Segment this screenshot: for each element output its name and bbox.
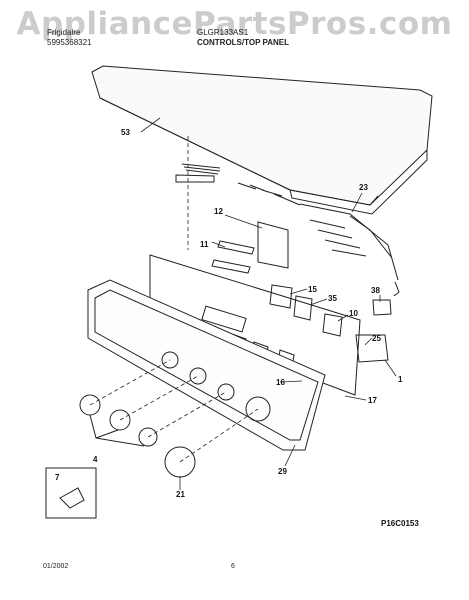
callout-7: 7: [55, 473, 60, 482]
callout-1: 1: [398, 375, 403, 384]
console-front-panel: [87, 279, 326, 451]
brand-label: Frigidaire: [47, 28, 81, 37]
clip-pair: [211, 240, 255, 274]
switch-10: [322, 313, 343, 337]
callout-29: 29: [278, 467, 287, 476]
watermark-text: AppliancePartsPros.com: [16, 6, 453, 42]
footer-date: 01/2002: [43, 563, 69, 570]
callout-16: 16: [276, 378, 285, 387]
model-label: GLGR133AS1: [197, 28, 249, 37]
inset-part: [59, 487, 85, 509]
callout-21: 21: [176, 490, 185, 499]
callout-38: 38: [371, 286, 380, 295]
callout-23: 23: [359, 183, 368, 192]
part-code-label: 5995368321: [47, 38, 92, 47]
switch-35: [293, 295, 313, 321]
top-panel: [91, 65, 433, 215]
knob-set: [79, 394, 158, 447]
switch-15: [269, 284, 293, 309]
diagram-code: P16C0153: [381, 519, 419, 528]
callout-15: 15: [308, 285, 317, 294]
wire-harness: [237, 182, 400, 297]
timer-motor: [355, 334, 389, 363]
relay-bracket: [257, 221, 289, 269]
leader-lines: [140, 117, 397, 490]
alignment-lines: [89, 136, 259, 463]
callout-17: 17: [368, 396, 377, 405]
callout-35: 35: [328, 294, 337, 303]
section-title: CONTROLS/TOP PANEL: [197, 38, 290, 47]
callout-11: 11: [200, 240, 209, 249]
callout-10: 10: [349, 309, 358, 318]
footer-page-number: 6: [231, 563, 235, 570]
callout-12: 12: [214, 207, 223, 216]
callout-53: 53: [121, 128, 130, 137]
callout-25: 25: [372, 334, 381, 343]
inset-box: [45, 467, 97, 519]
callout-4: 4: [93, 455, 98, 464]
ribbon-cable: [175, 163, 221, 183]
knob-38: [372, 299, 392, 316]
